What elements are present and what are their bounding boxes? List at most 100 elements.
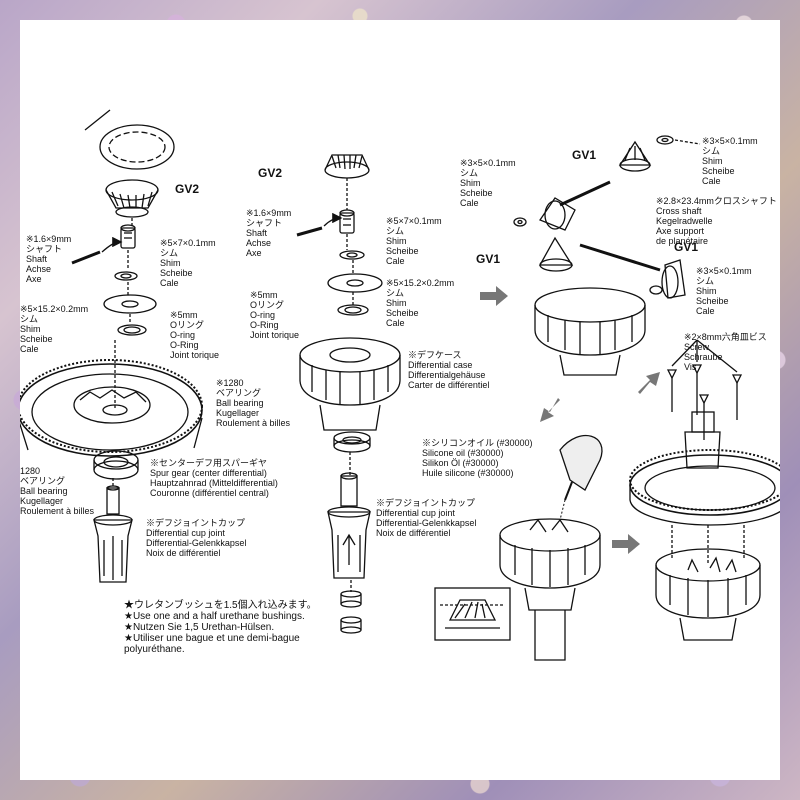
shim-de: Scheibe <box>702 166 735 176</box>
cross-shaft-fr-1: Axe support <box>656 226 705 236</box>
shim-size: ※3×5×0.1mm <box>696 266 752 276</box>
oring-en: O-ring <box>250 310 276 320</box>
column-2-parts <box>296 154 401 634</box>
diff-case-en: Differential case <box>408 360 473 370</box>
shim-en: Shim <box>160 258 181 268</box>
silicone-oil-en: Silicone oil (#30000) <box>422 448 504 458</box>
bearing-jp: ベアリング <box>216 388 262 398</box>
oring-label-1: ※5mm Oリング O-ring O-Ring Joint torique <box>170 310 219 360</box>
column-3-right-parts <box>629 339 780 641</box>
bushing-note-en: ★Use one and a half urethane bushings. <box>124 611 305 622</box>
shim-en: Shim <box>386 298 407 308</box>
shaft-jp: シャフト <box>246 218 283 228</box>
assembly-diagram-panel: GV2 ※1.6×9mm シャフト Shaft Achse Axe ※5×7×0… <box>20 20 780 780</box>
shim-de: Scheibe <box>386 246 419 256</box>
shim-size: ※3×5×0.1mm <box>702 136 758 146</box>
bushing-note-jp: ★ウレタンブッシュを1.5個入れ込みます。 <box>124 600 317 611</box>
shim-jp: シム <box>702 146 721 156</box>
shim-label-2a: ※5×7×0.1mm シム Shim Scheibe Cale <box>386 216 442 266</box>
shim-fr: Cale <box>386 256 405 266</box>
shaft-size: ※1.6×9mm <box>246 208 292 218</box>
diff-case-fr: Carter de différentiel <box>408 380 490 390</box>
cup-joint-label-2: ※デフジョイントカップ Differential cup joint Diffe… <box>376 498 476 538</box>
screw-de: Schraube <box>684 352 723 362</box>
silicone-oil-jp: ※シリコンオイル (#30000) <box>422 438 533 448</box>
column-3-top-parts <box>513 135 701 376</box>
bearing-de: Kugellager <box>20 496 64 506</box>
shim-en: Shim <box>20 324 41 334</box>
shim-label-3b: ※3×5×0.1mm シム Shim Scheibe Cale <box>460 158 516 208</box>
oring-jp: Oリング <box>170 320 205 330</box>
column-1-parts <box>20 109 203 583</box>
shim-jp: シム <box>460 168 479 178</box>
gv2-label-2: GV2 <box>258 166 283 180</box>
gv1-label-top: GV1 <box>572 148 597 162</box>
bearing-en: Ball bearing <box>20 486 68 496</box>
cup-joint-jp: ※デフジョイントカップ <box>376 498 476 508</box>
shim-fr: Cale <box>460 198 479 208</box>
oring-de: O-Ring <box>170 340 199 350</box>
silicone-oil-fr: Huile silicone (#30000) <box>422 468 514 478</box>
shaft-size: ※1.6×9mm <box>26 234 72 244</box>
shaft-label-2: ※1.6×9mm シャフト Shaft Achse Axe <box>246 208 291 258</box>
oring-de: O-Ring <box>250 320 279 330</box>
shim-fr: Cale <box>160 278 179 288</box>
shim-jp: シム <box>386 226 405 236</box>
gv2-label-1: GV2 <box>175 182 200 196</box>
cup-joint-en: Differential cup joint <box>146 528 225 538</box>
bearing-jp: ベアリング <box>20 476 66 486</box>
cross-shaft-fr-2: de planétaire <box>656 236 709 246</box>
shim-label-3c: ※3×5×0.1mm シム Shim Scheibe Cale <box>696 266 752 316</box>
bushing-note-fr-2: polyuréthane. <box>124 644 185 655</box>
cross-shaft-de: Kegelradwelle <box>656 216 713 226</box>
bearing-de: Kugellager <box>216 408 260 418</box>
shim-en: Shim <box>702 156 723 166</box>
cross-shaft-label: ※2.8×23.4mmクロスシャフト Cross shaft Kegelradw… <box>656 196 777 246</box>
bushing-note-fr-1: ★Utiliser une bague et une demi-bague <box>124 633 300 644</box>
diagram-drawing <box>20 109 780 661</box>
cup-joint-en: Differential cup joint <box>376 508 455 518</box>
bearing-label-2: ※1280 ベアリング Ball bearing Kugellager Roul… <box>216 378 290 428</box>
shim-en: Shim <box>460 178 481 188</box>
cup-joint-fr: Noix de différentiel <box>376 528 451 538</box>
bearing-fr: Roulement à billes <box>216 418 291 428</box>
cup-joint-de: Differential-Gelenkkapsel <box>376 518 477 528</box>
oring-en: O-ring <box>170 330 196 340</box>
shim-label-1a: ※5×7×0.1mm シム Shim Scheibe Cale <box>160 238 216 288</box>
oring-size: ※5mm <box>170 310 198 320</box>
shim-de: Scheibe <box>696 296 729 306</box>
shim-fr: Cale <box>20 344 39 354</box>
screw-fr: Vis <box>684 362 697 372</box>
silicone-oil-label: ※シリコンオイル (#30000) Silicone oil (#30000) … <box>422 438 533 478</box>
column-3-oil-fill-parts <box>434 434 603 661</box>
shaft-en: Shaft <box>26 254 48 264</box>
shim-jp: シム <box>20 314 39 324</box>
shim-size: ※5×15.2×0.2mm <box>386 278 455 288</box>
gv1-label-left: GV1 <box>476 252 501 266</box>
shim-de: Scheibe <box>460 188 493 198</box>
shim-fr: Cale <box>702 176 721 186</box>
shim-label-1b: ※5×15.2×0.2mm シム Shim Scheibe Cale <box>20 304 88 354</box>
shim-fr: Cale <box>696 306 715 316</box>
bearing-fr: Roulement à billes <box>20 506 95 516</box>
spur-gear-label: ※センターデフ用スパーギヤ Spur gear (center differen… <box>150 458 278 498</box>
bearing-en: Ball bearing <box>216 398 264 408</box>
shim-size: ※5×7×0.1mm <box>386 216 442 226</box>
oring-label-2: ※5mm Oリング O-ring O-Ring Joint torique <box>250 290 299 340</box>
shim-label-3a: ※3×5×0.1mm シム Shim Scheibe Cale <box>702 136 758 186</box>
cup-joint-label-1: ※デフジョイントカップ Differential cup joint Diffe… <box>146 518 246 558</box>
screw-en: Screw <box>684 342 710 352</box>
bearing-code: ※1280 <box>216 378 244 388</box>
shaft-en: Shaft <box>246 228 268 238</box>
cup-joint-fr: Noix de différentiel <box>146 548 221 558</box>
shim-de: Scheibe <box>160 268 193 278</box>
spur-gear-de: Hauptzahnrad (Mitteldifferential) <box>150 478 278 488</box>
oring-size: ※5mm <box>250 290 278 300</box>
bushing-note: ★ウレタンブッシュを1.5個入れ込みます。 ★Use one and a hal… <box>124 600 317 655</box>
bushing-note-de: ★Nutzen Sie 1,5 Urethan-Hülsen. <box>124 622 275 633</box>
shaft-fr: Axe <box>246 248 262 258</box>
shim-en: Shim <box>386 236 407 246</box>
shim-en: Shim <box>696 286 717 296</box>
shim-label-2b: ※5×15.2×0.2mm シム Shim Scheibe Cale <box>386 278 454 328</box>
process-arrows <box>480 286 660 554</box>
